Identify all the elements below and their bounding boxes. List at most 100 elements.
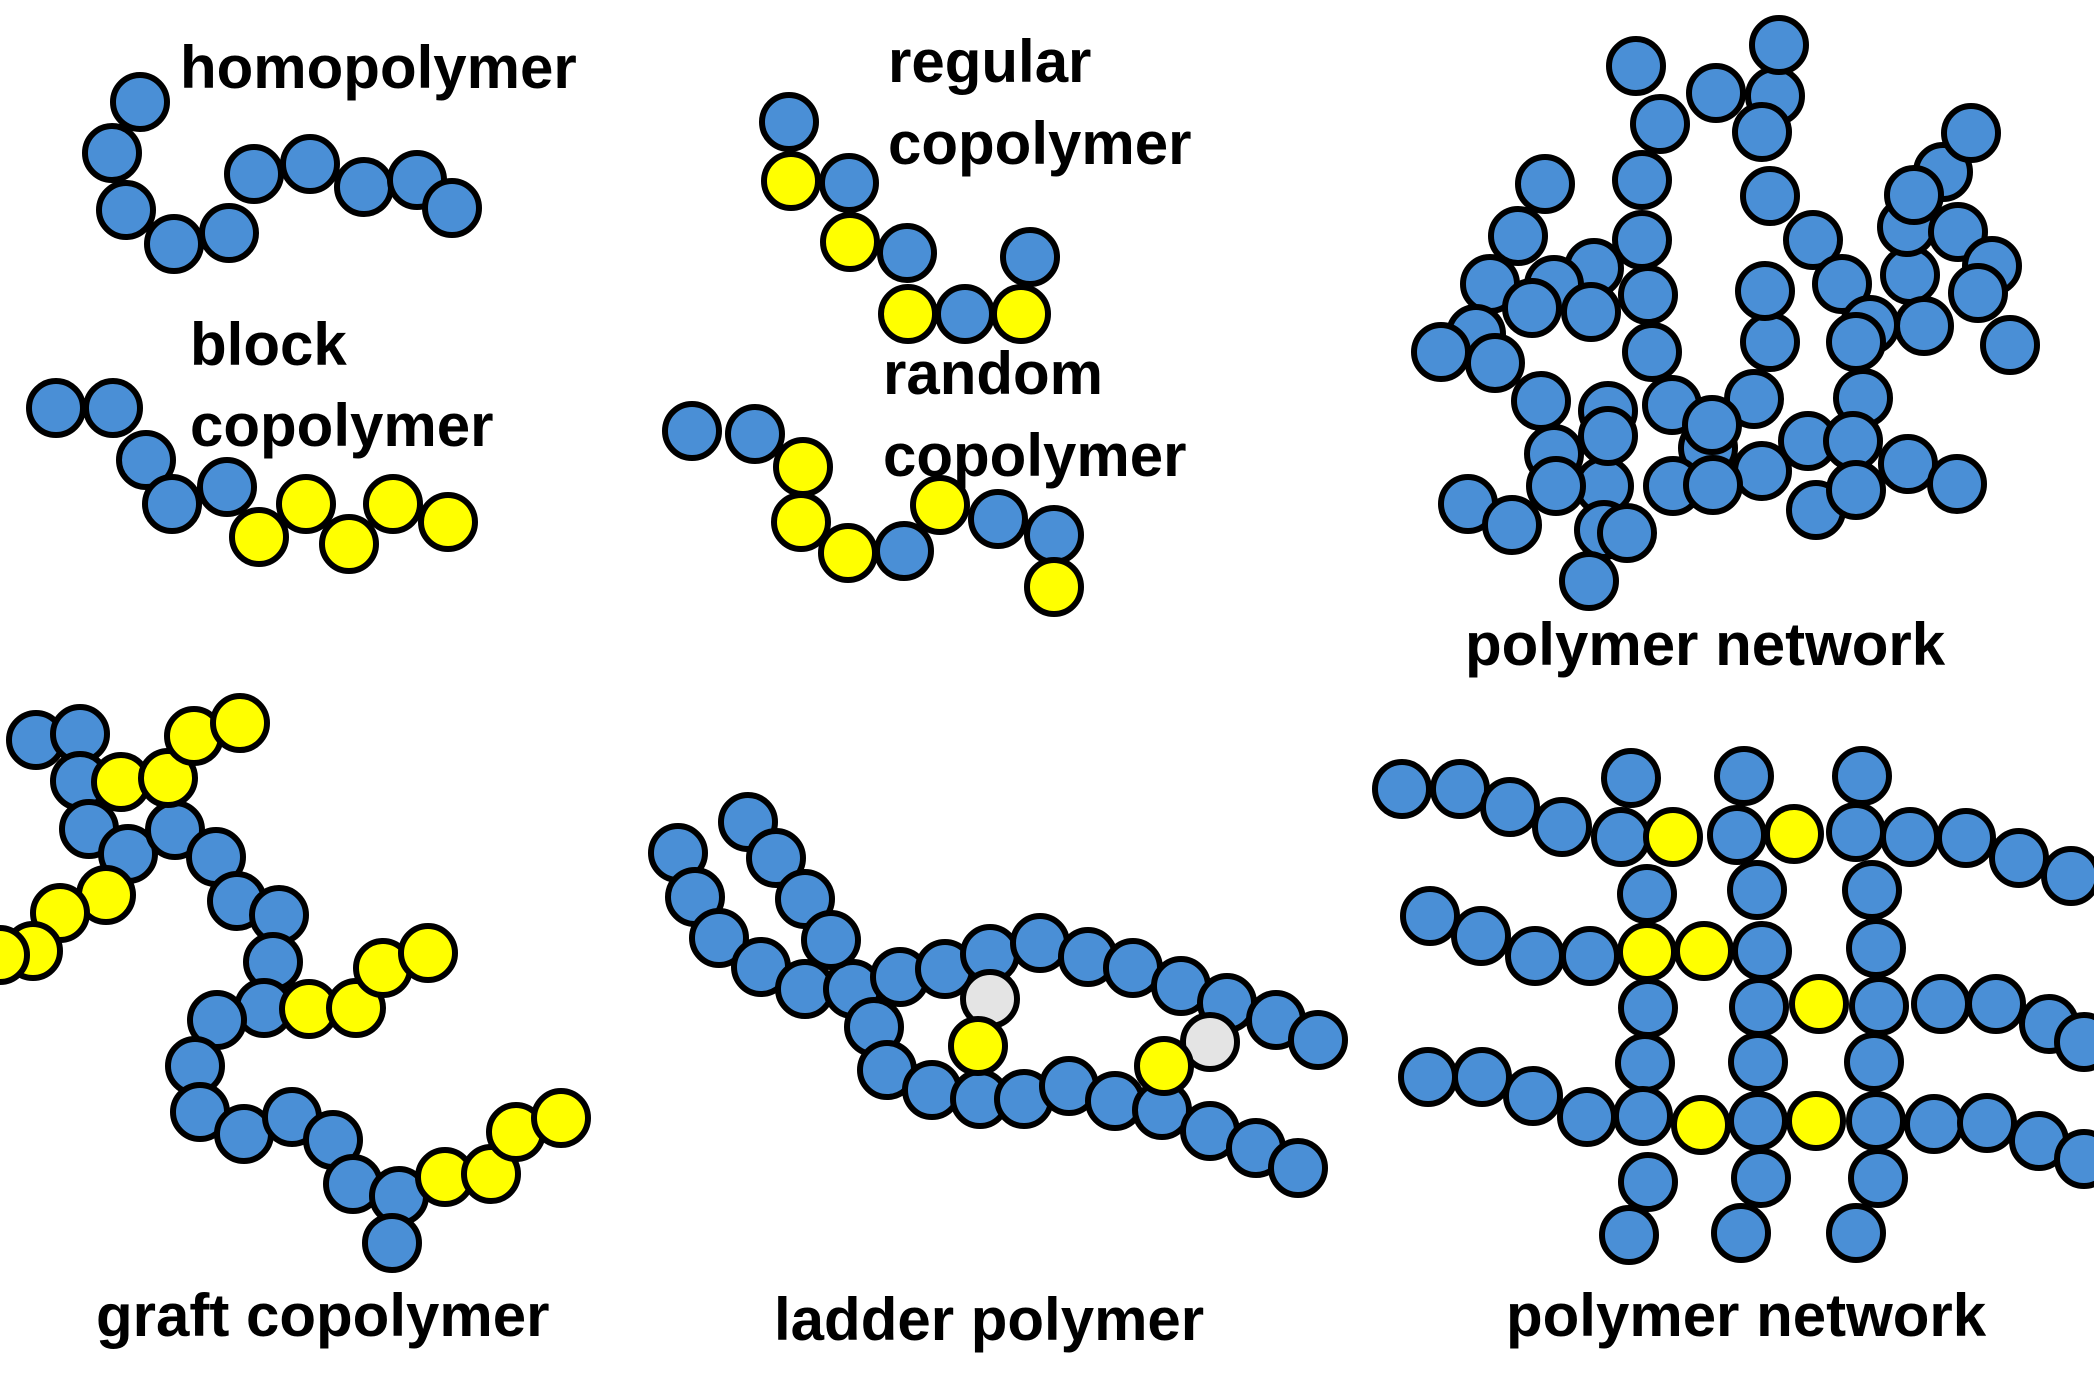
blue-monomer [1597, 503, 1657, 563]
blue-monomer [1884, 165, 1944, 225]
polymer-network-regular [1372, 746, 2094, 1265]
yellow-monomer [1671, 1095, 1731, 1155]
blue-monomer [334, 157, 394, 217]
yellow-monomer [418, 492, 478, 552]
blue-monomer [1844, 1032, 1904, 1092]
yellow-monomer [138, 748, 198, 808]
blue-monomer [1480, 777, 1540, 837]
blue-monomer [224, 144, 284, 204]
blue-monomer [1812, 254, 1872, 314]
blue-monomer [1740, 166, 1800, 226]
label-regular: regular [888, 28, 1092, 95]
label-polymer-network-top: polymer network [1465, 611, 1946, 678]
yellow-monomer [229, 507, 289, 567]
blue-monomer [725, 404, 785, 464]
blue-monomer [1728, 1091, 1788, 1151]
blue-monomer [1372, 759, 1432, 819]
label-polymer-network-bottom: polymer network [1506, 1282, 1987, 1349]
blue-monomer [1526, 456, 1586, 516]
yellow-monomer [210, 693, 270, 753]
label-regular-copolymer: copolymer [888, 110, 1192, 177]
label-random: random [883, 340, 1104, 407]
blue-monomer [1612, 210, 1672, 270]
blue-monomer [96, 180, 156, 240]
blue-monomer [1452, 1047, 1512, 1107]
blue-monomer [1560, 926, 1620, 986]
blue-monomer [1503, 1066, 1563, 1126]
yellow-monomer [820, 212, 880, 272]
yellow-monomer [878, 284, 938, 344]
blue-monomer [1849, 976, 1909, 1036]
blue-monomer [689, 908, 749, 968]
grey-crosslink-monomer [1180, 1012, 1240, 1072]
yellow-monomer [276, 474, 336, 534]
blue-monomer [1488, 206, 1548, 266]
blue-monomer [144, 214, 204, 274]
blue-monomer [1740, 312, 1800, 372]
yellow-monomer [1789, 974, 1849, 1034]
yellow-monomer [991, 284, 1051, 344]
blue-monomer [1735, 261, 1795, 321]
yellow-monomer [1134, 1036, 1194, 1096]
blue-monomer [83, 378, 143, 438]
yellow-monomer [531, 1088, 591, 1148]
blue-monomer [1618, 265, 1678, 325]
blue-monomer [1783, 210, 1843, 270]
blue-monomer [801, 910, 861, 970]
blue-monomer [1400, 886, 1460, 946]
blue-monomer [362, 1213, 422, 1273]
blue-monomer [82, 123, 142, 183]
yellow-monomer [773, 437, 833, 497]
blue-monomer [819, 153, 879, 213]
graft-copolymer-chain [0, 693, 591, 1273]
blue-monomer [1686, 63, 1746, 123]
blue-monomer [1842, 860, 1902, 920]
ladder-polymer-chain [648, 792, 1348, 1198]
label-graft-copolymer: graft copolymer [96, 1282, 550, 1349]
blue-monomer [1561, 282, 1621, 342]
blue-monomer [662, 401, 722, 461]
blue-monomer [1618, 978, 1678, 1038]
blue-monomer [1826, 802, 1886, 862]
blue-monomer [1911, 974, 1971, 1034]
blue-monomer [1591, 807, 1651, 867]
blue-monomer [26, 378, 86, 438]
blue-monomer [1578, 406, 1638, 466]
blue-monomer [1732, 921, 1792, 981]
blue-monomer [746, 828, 806, 888]
blue-monomer [1606, 36, 1666, 96]
blue-monomer [116, 430, 176, 490]
blue-monomer [1482, 495, 1542, 555]
blue-monomer [1989, 828, 2049, 888]
blue-monomer [1848, 1148, 1908, 1208]
blue-monomer [1714, 746, 1774, 806]
blue-monomer [1617, 864, 1677, 924]
label-block: block [190, 311, 347, 378]
blue-monomer [1823, 411, 1883, 471]
blue-monomer [1465, 333, 1525, 393]
blue-monomer [1000, 227, 1060, 287]
blue-monomer [199, 203, 259, 263]
blue-monomer [1927, 454, 1987, 514]
blue-monomer [1878, 434, 1938, 494]
block-copolymer-chain [26, 378, 478, 574]
label-block-copolymer: copolymer [190, 392, 494, 459]
blue-monomer [1846, 918, 1906, 978]
blue-monomer [1826, 460, 1886, 520]
blue-monomer [935, 284, 995, 344]
label-homopolymer: homopolymer [180, 34, 577, 101]
blue-monomer [1288, 1010, 1348, 1070]
label-random-copolymer: copolymer [883, 422, 1187, 489]
blue-monomer [759, 92, 819, 152]
blue-monomer [1711, 1203, 1771, 1263]
yellow-monomer [1674, 921, 1734, 981]
yellow-monomer [910, 475, 970, 535]
yellow-monomer [398, 923, 458, 983]
blue-monomer [1615, 1033, 1675, 1093]
blue-monomer [1505, 926, 1565, 986]
blue-monomer [1724, 369, 1784, 429]
yellow-monomer [818, 523, 878, 583]
blue-monomer [2054, 1012, 2094, 1072]
blue-monomer [1682, 395, 1742, 455]
